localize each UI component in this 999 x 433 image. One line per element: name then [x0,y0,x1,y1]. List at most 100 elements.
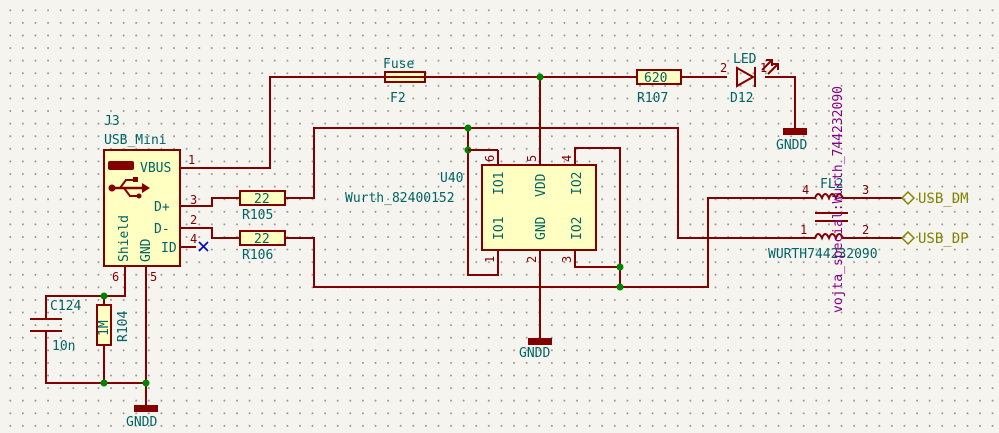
j3-pin-shield: Shield [117,215,132,262]
u40-pin-io2-top: IO2 [570,172,585,195]
j3-pin-id: ID [161,241,177,256]
u40-body [481,164,597,251]
led-ref: D12 [730,91,753,106]
junction [464,124,472,132]
fuse-f2[interactable]: Fuse F2 [383,57,426,106]
no-connect-icon [198,241,209,252]
j3-pinnum-6: 6 [112,270,119,284]
led-pin2: 2 [720,61,727,75]
wire-r106-out[interactable] [285,197,805,288]
led-triangle [736,66,756,88]
r107-ref: R107 [637,91,668,106]
c124-ref: C124 [50,299,81,314]
led-value: LED [733,52,757,67]
r105-value: 22 [254,192,270,207]
u40-pin-vdd: VDD [534,173,549,197]
j3-pinnum-1: 1 [188,153,195,167]
r107-value: 620 [644,71,667,86]
u40-pin-io1-top: IO1 [492,172,507,195]
light-arrows-icon [761,59,779,75]
u40-pin-io1-bot: IO1 [492,217,507,240]
junction [100,379,108,387]
j3-value: USB_Mini [104,133,167,148]
net-label-flag [900,230,916,246]
junction [100,292,108,300]
net-label-flag [900,190,916,206]
gndd-j3-label: GNDD [126,415,157,430]
fuse-value: Fuse [383,57,414,72]
resistor-r107[interactable]: 620 R107 [636,69,682,106]
gndd-u40-label: GNDD [519,346,550,361]
resistor-r106[interactable]: 22 R106 [239,230,286,263]
gndd-symbol [134,405,158,412]
r106-ref: R106 [242,248,273,263]
j3-pinnum-5: 5 [150,270,157,284]
r105-body [239,190,286,206]
usb-icon [108,161,150,199]
junction [536,73,544,81]
choke-value: WURTH744232090 [768,247,878,262]
r104-body [96,304,112,346]
wire-u40-p4-p3[interactable] [574,147,621,268]
wire-r105-out[interactable] [285,127,805,239]
u40-ref: U40 [440,171,463,186]
r104-ref: R104 [116,311,131,342]
u40-value: Wurth_82400152 [345,191,455,206]
r106-value: 22 [254,232,270,247]
net-label-usb-dm[interactable]: USB_DM [900,190,969,207]
j3-pin-gnd: GND [139,238,154,262]
u40-pinnum-4: 4 [560,155,574,162]
j3-pinnum-3: 3 [190,193,197,207]
junction [142,379,150,387]
j3-pinnum-4: 4 [190,232,197,246]
wire-led-gnd[interactable] [765,76,796,128]
wire-vbus[interactable] [180,76,385,169]
wire-shield[interactable] [45,270,126,318]
choke-pin4: 4 [802,183,809,197]
u40-pinnum-3: 3 [560,256,574,263]
choke-ref: FL2 [820,177,843,192]
j3-pin-dm: D- [154,222,170,237]
choke-pin3: 3 [862,183,869,197]
junction [616,283,624,291]
u40-pinnum-1: 1 [483,256,497,263]
gndd-symbol [528,338,552,345]
resistor-r104[interactable]: 1M R104 [96,304,131,346]
choke-footprint: vojta_special:Wurth_744232090 [831,86,846,313]
gndd-led: GNDD [776,128,807,153]
wires [45,76,902,405]
resistor-r105[interactable]: 22 R105 [239,190,286,223]
wire-u40-p1[interactable] [467,150,499,276]
ic-u40[interactable]: U40 Wurth_82400152 IO1 VDD IO2 IO1 GND I… [345,149,597,263]
u40-pinnum-2: 2 [525,256,539,263]
j3-ref: J3 [104,114,120,129]
u40-pinnum-5: 5 [525,155,539,162]
u40-pin-io2-bot: IO2 [570,217,585,240]
choke-winding-top [805,193,855,201]
choke-pin1: 1 [800,223,807,237]
choke-pin2: 2 [862,223,869,237]
r104-value: 1M [97,320,112,336]
r106-body [239,230,286,246]
gndd-led-label: GNDD [776,138,807,153]
r105-ref: R105 [242,208,273,223]
wire-c124-bot[interactable] [45,332,146,384]
connector-j3[interactable]: J3 USB_Mini VBUS D+ D- ID Shield GND 1 3… [103,114,209,284]
junction [616,263,624,271]
c124-value: 10n [52,339,75,354]
wire-dplus[interactable] [180,197,240,207]
gndd-u40: GNDD [519,338,552,361]
net-label-usb-dp[interactable]: USB_DP [900,230,969,247]
wire-dminus[interactable] [180,227,240,239]
r107-body [636,69,682,85]
capacitor-c124[interactable]: C124 10n [30,299,81,354]
common-mode-choke[interactable]: 4 3 1 2 FL2 WURTH744232090 vojta_special… [768,86,878,313]
net-label-usb-dp-text: USB_DP [918,231,969,247]
gndd-j3: GNDD [126,405,158,430]
led-d12[interactable]: LED D12 2 1 [720,52,779,106]
net-label-usb-dm-text: USB_DM [918,191,969,207]
choke-winding-bottom [805,233,855,241]
j3-pin-vbus: VBUS [140,161,171,176]
u40-pinnum-6: 6 [483,155,497,162]
j3-pinnum-2: 2 [190,213,197,227]
